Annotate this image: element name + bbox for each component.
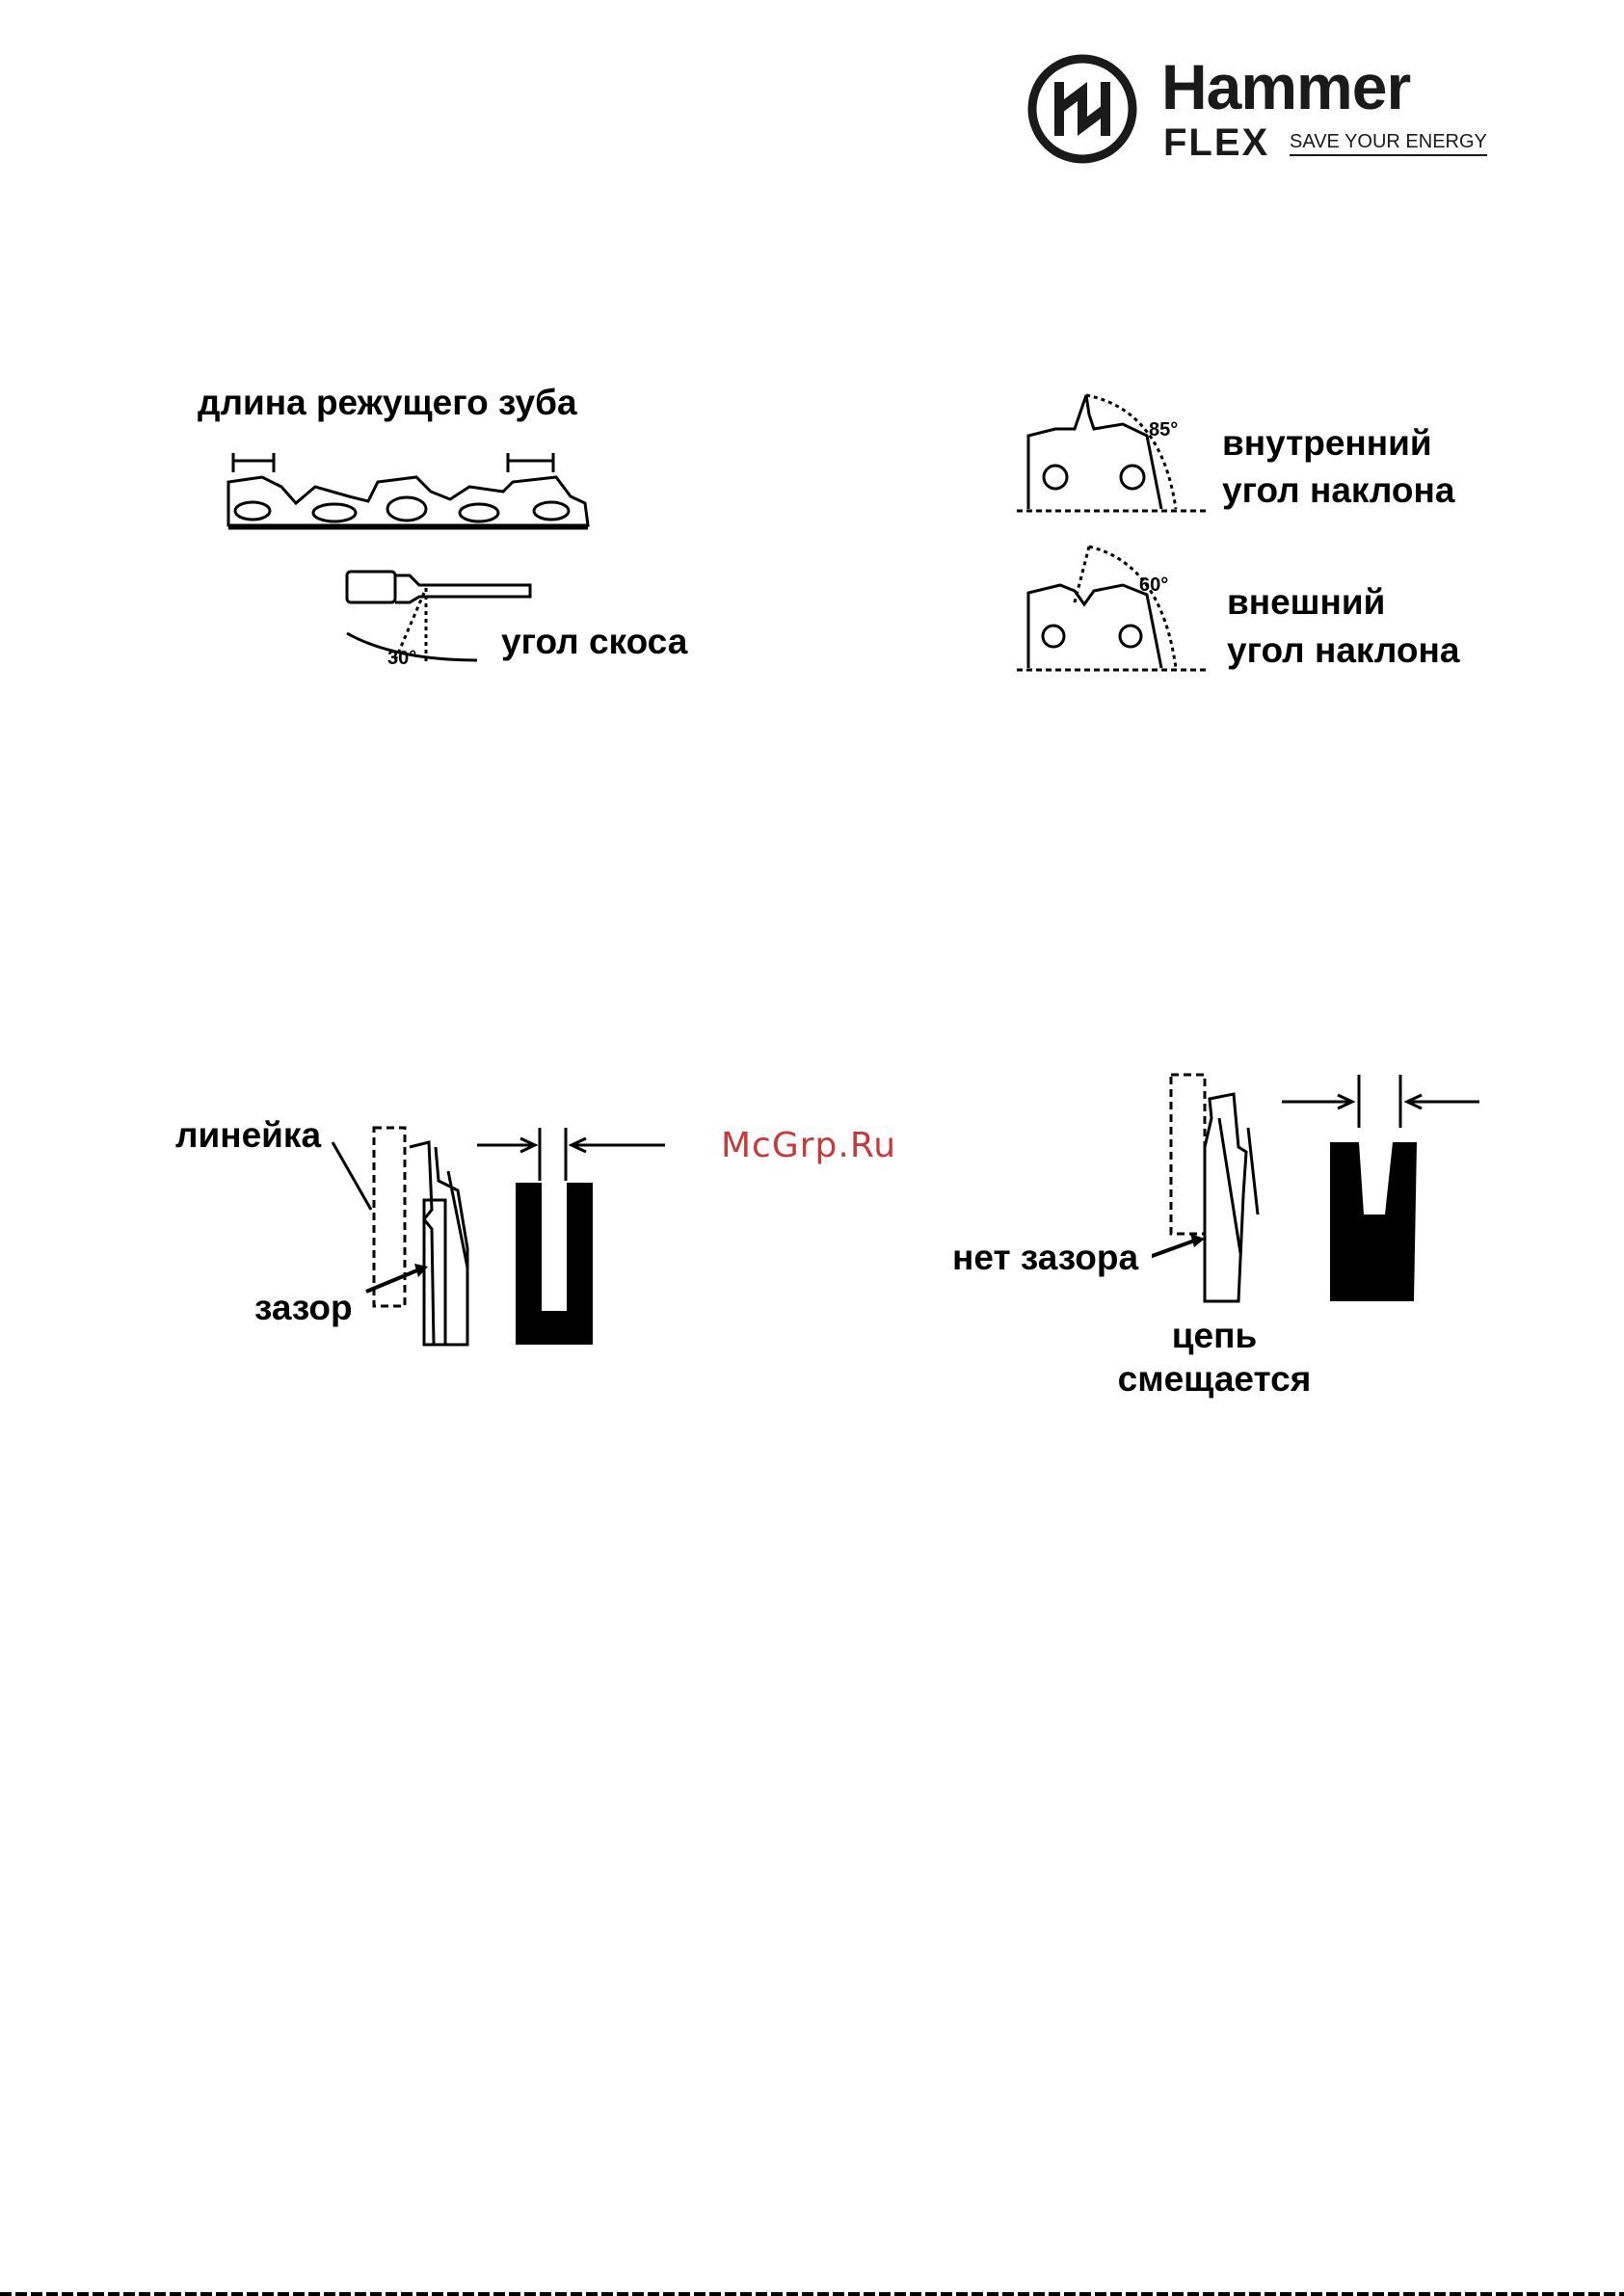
inner-angle-value: 85°: [1149, 419, 1178, 441]
brand-slogan: SAVE YOUR ENERGY: [1290, 131, 1487, 156]
inner-angle-tooth-illustration: [1017, 386, 1210, 516]
chain-shifts-line1: цепь: [1070, 1317, 1359, 1356]
watermark[interactable]: McGrp.Ru: [721, 1126, 896, 1165]
ruler-gap-illustration: [328, 1123, 675, 1349]
hammer-logo-icon: [1026, 53, 1138, 165]
outer-angle-tooth-illustration: [1017, 545, 1210, 675]
gap-label: зазор: [254, 1289, 353, 1328]
page-bottom-edge: [0, 2292, 1624, 2296]
tooth-length-label: длина режущего зуба: [198, 384, 577, 423]
ruler-label: линейка: [175, 1116, 321, 1156]
bevel-angle-value: 30°: [387, 648, 416, 670]
no-gap-label: нет зазора: [952, 1239, 1138, 1278]
brand-name: Hammer: [1161, 50, 1410, 123]
outer-angle-line1: внешний: [1227, 583, 1385, 623]
inner-angle-line2: угол наклона: [1222, 471, 1454, 511]
outer-angle-line2: угол наклона: [1227, 631, 1459, 671]
no-gap-illustration: [1152, 1070, 1489, 1306]
chain-segment-illustration: [224, 443, 599, 540]
inner-angle-line1: внутренний: [1222, 424, 1432, 464]
brand-sub: FLEX: [1163, 121, 1269, 165]
bevel-angle-label: угол скоса: [501, 623, 687, 662]
chain-shifts-line2: смещается: [1070, 1360, 1359, 1400]
outer-angle-value: 60°: [1139, 574, 1168, 597]
